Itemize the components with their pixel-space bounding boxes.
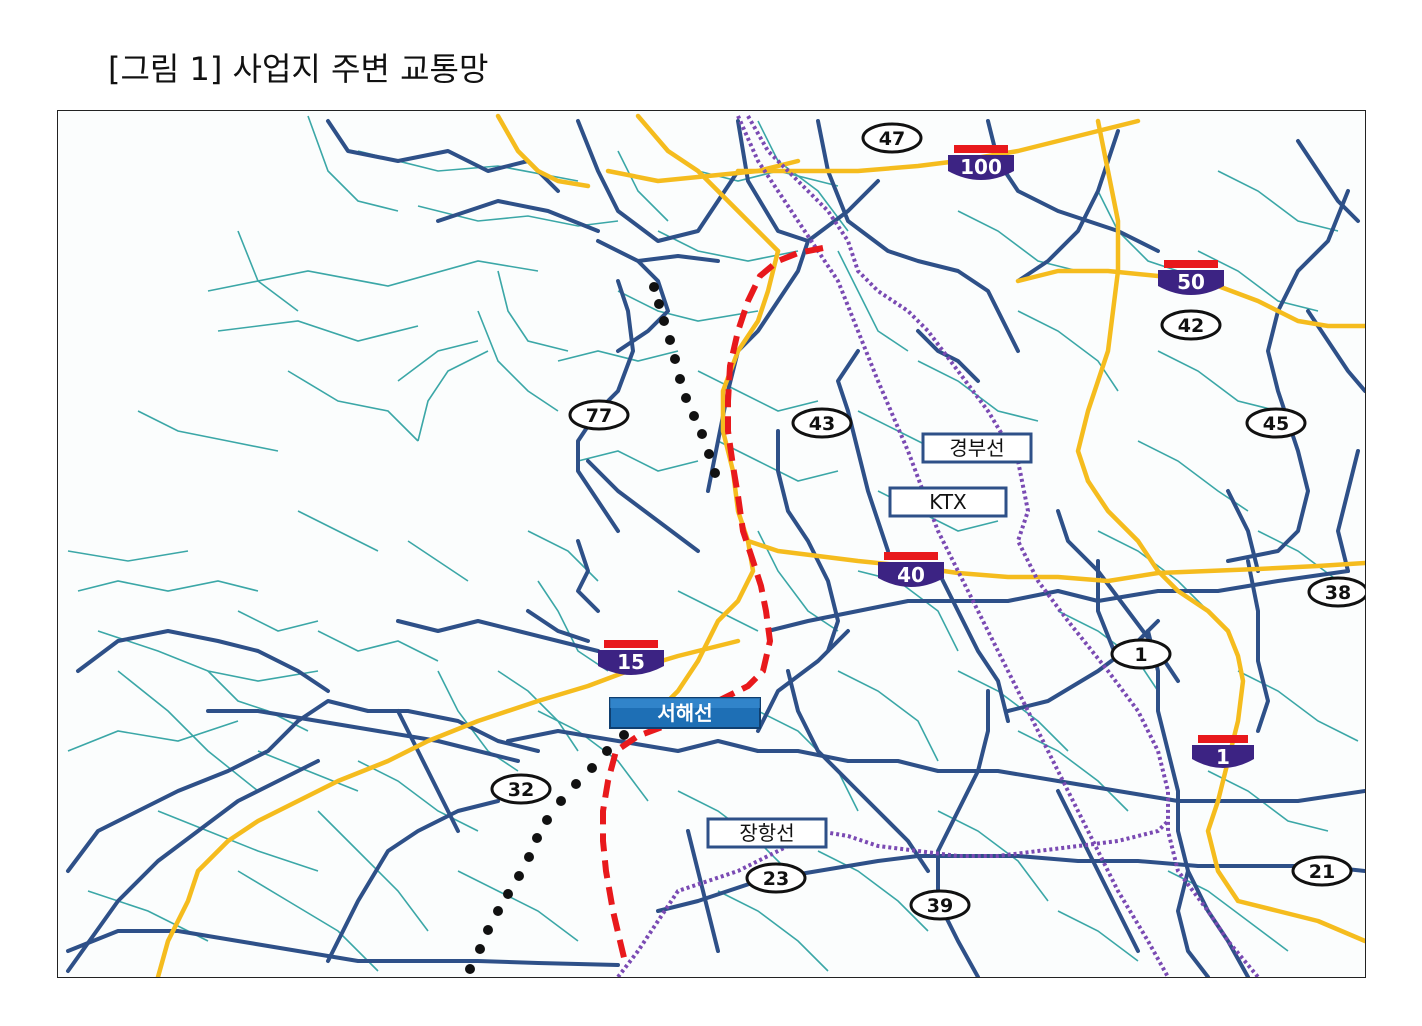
route-32-label: 32: [508, 779, 534, 801]
interstate-100-label: 100: [960, 155, 1002, 179]
route-marker-45: 45: [1245, 407, 1307, 439]
route-marker-43: 43: [791, 407, 853, 439]
gyeongbu-label-box: 경부선: [921, 432, 1033, 464]
route-marker-23: 23: [745, 862, 807, 894]
interstate-shield-15: 15: [598, 640, 664, 675]
interstate-shield-40: 40: [878, 552, 944, 587]
route-marker-42: 42: [1160, 309, 1222, 341]
transport-network-map: 47 77 43 42 45 38 1 32 23 39 21 100 50 4…: [57, 110, 1366, 978]
ktx-label-box: KTX: [888, 486, 1008, 518]
gyeongbu-label: 경부선: [949, 436, 1004, 460]
interstate-shield-1: 1: [1192, 735, 1254, 769]
interstate-15-label: 15: [617, 650, 645, 674]
expressways: [155, 113, 1365, 977]
janghang-label-box: 장항선: [706, 817, 828, 849]
route-47-label: 47: [879, 128, 905, 150]
interstate-1-label: 1: [1216, 745, 1230, 769]
seohae-label-box: 서해선: [609, 697, 761, 729]
seohae-label: 서해선: [657, 701, 712, 725]
route-42-label: 42: [1178, 315, 1204, 337]
route-marker-47: 47: [861, 122, 923, 154]
route-23-label: 23: [763, 868, 789, 890]
route-marker-38: 38: [1307, 576, 1365, 608]
route-77-label: 77: [586, 405, 612, 427]
route-45-label: 45: [1263, 413, 1289, 435]
interstate-40-label: 40: [897, 563, 925, 587]
route-38-label: 38: [1325, 582, 1351, 604]
route-marker-21: 21: [1291, 855, 1353, 887]
route-21-label: 21: [1309, 861, 1335, 883]
route-marker-1: 1: [1110, 638, 1172, 670]
planned-route-dots: [465, 282, 720, 974]
route-marker-77: 77: [568, 399, 630, 431]
figure-caption: [그림 1] 사업지 주변 교통망: [108, 50, 489, 88]
route-1-label: 1: [1134, 644, 1147, 666]
interstate-shield-50: 50: [1158, 260, 1224, 295]
route-marker-39: 39: [909, 889, 971, 921]
ktx-label: KTX: [929, 490, 967, 514]
janghang-line: [616, 819, 1170, 977]
janghang-label: 장항선: [739, 821, 794, 845]
route-43-label: 43: [809, 413, 835, 435]
route-marker-32: 32: [490, 773, 552, 805]
interstate-shield-100: 100: [948, 145, 1014, 180]
seohae-line: [600, 245, 824, 967]
interstate-50-label: 50: [1177, 270, 1205, 294]
route-39-label: 39: [927, 895, 953, 917]
